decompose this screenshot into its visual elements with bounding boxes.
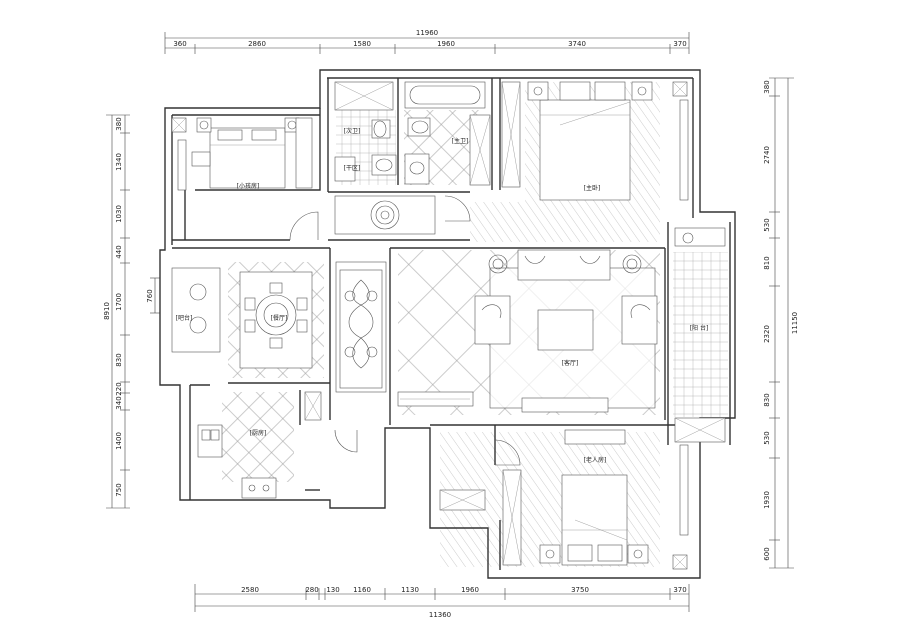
dimensions-bottom: 2580 280 130 1160 1130 1960 3750 370 113… [194,584,690,619]
dim-bottom-8: 370 [673,586,686,594]
dim-top-total: 11960 [416,29,438,37]
dim-bottom-total: 11360 [429,611,451,619]
dim-right-4: 810 [763,256,771,269]
dim-left-4: 440 [115,245,123,258]
label-elder-room: [老人房] [584,456,607,464]
label-dry-area: [干区] [344,165,361,172]
dim-top-5: 3740 [568,40,586,48]
dim-left-1: 380 [115,117,123,130]
fixtures [171,81,726,570]
dim-left-bar: 760 [146,289,154,302]
dim-right-6: 830 [763,393,771,406]
dim-left-total: 8910 [103,302,111,320]
dim-bottom-6: 1960 [461,586,479,594]
dim-top-4: 1960 [437,40,455,48]
dim-left-9: 1400 [115,432,123,450]
dim-bottom-5: 1130 [401,586,419,594]
dim-right-7: 530 [763,431,771,444]
dim-top-6: 370 [673,40,686,48]
dimensions-left: 8910 380 1340 1030 440 1700 830 220 340 … [103,114,160,509]
label-dining: [餐厅] [271,314,288,322]
room-labels: [小孩房] [次卫] [主卫] [干区] [主卧] [吧台] [餐厅] [客厅]… [176,127,709,464]
dim-bottom-7: 3750 [571,586,589,594]
dim-right-3: 530 [763,218,771,231]
dim-left-2: 1340 [115,153,123,171]
dim-right-1: 380 [763,80,771,93]
label-bar: [吧台] [176,314,193,322]
dim-bottom-1: 2580 [241,586,259,594]
label-master-bath: [主卫] [452,137,469,145]
dim-bottom-2: 280 [305,586,318,594]
dim-right-5: 2320 [763,325,771,343]
dim-right-9: 600 [763,547,771,560]
walls [159,69,736,579]
dimensions-top: 11960 360 2860 1580 1960 3740 370 [164,29,690,54]
dim-left-5: 1700 [115,293,123,311]
dim-top-2: 2860 [248,40,266,48]
label-second-bath: [次卫] [344,127,361,135]
dim-left-8: 340 [115,396,123,409]
dim-left-7: 220 [115,382,123,395]
dim-left-3: 1030 [115,205,123,223]
label-master-bedroom: [主卧] [584,184,601,192]
dim-right-8: 1930 [763,491,771,509]
dim-bottom-4: 1160 [353,586,371,594]
label-living: [客厅] [562,359,579,367]
dim-right-2: 2740 [763,146,771,164]
dim-bottom-3: 130 [326,586,339,594]
dim-top-3: 1580 [353,40,371,48]
dim-left-10: 750 [115,483,123,496]
label-balcony: [阳 台] [690,324,709,332]
label-secondary-bedroom: [小孩房] [237,182,260,190]
label-kitchen: [厨房] [250,429,267,437]
dim-right-total: 11150 [791,312,799,334]
dimensions-right: 380 2740 530 810 2320 830 530 1930 600 1… [763,77,799,569]
dim-top-1: 360 [173,40,186,48]
dim-left-6: 830 [115,353,123,366]
